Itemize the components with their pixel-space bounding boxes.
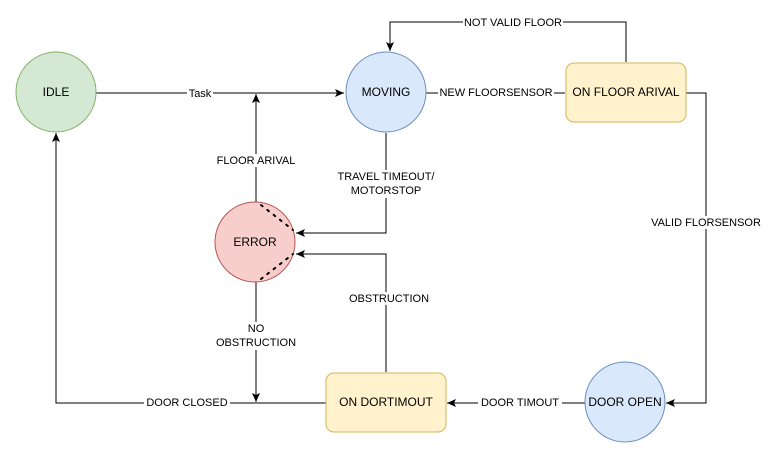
moving-circle xyxy=(345,51,427,133)
label-no-obstruction-line2: OBSTRUCTION xyxy=(216,337,296,349)
node-error: ERROR xyxy=(214,201,296,283)
door-open-label: DOOR OPEN xyxy=(588,395,661,409)
label-door-closed: DOOR CLOSED xyxy=(146,397,227,409)
node-door-open: DOOR OPEN xyxy=(584,361,666,443)
label-not-valid-floor: NOT VALID FLOOR xyxy=(464,17,562,29)
on-floor-arival-box xyxy=(565,62,687,123)
node-on-floor-arival: ON FLOOR ARIVAL xyxy=(565,62,687,123)
edge-door-closed xyxy=(52,133,326,404)
label-travel-timeout-line1: TRAVEL TIMEOUT/ xyxy=(338,171,436,183)
label-obstruction: OBSTRUCTION xyxy=(349,293,429,305)
edge-labels: Task NOT VALID FLOOR NEW FLOORSENSOR FLO… xyxy=(144,16,762,409)
label-floor-arival: FLOOR ARIVAL xyxy=(217,155,296,167)
error-dotted-line-top xyxy=(260,204,294,231)
label-door-timout: DOOR TIMOUT xyxy=(481,397,559,409)
label-valid-florsensor: VALID FLORSENSOR xyxy=(651,217,761,229)
on-floor-arival-label: ON FLOOR ARIVAL xyxy=(572,85,679,99)
edge-travel-timeout xyxy=(296,133,387,237)
door-open-circle xyxy=(584,361,666,443)
edge-valid-florsensor xyxy=(666,92,707,407)
error-label: ERROR xyxy=(233,235,277,249)
label-task: Task xyxy=(189,88,212,100)
label-no-obstruction-line1: NO xyxy=(248,323,265,335)
label-travel-timeout-line2: MOTORSTOP xyxy=(351,185,422,197)
node-moving: MOVING xyxy=(345,51,427,133)
idle-label: IDLE xyxy=(43,85,70,99)
error-circle xyxy=(214,201,296,283)
label-new-floorsensor: NEW FLOORSENSOR xyxy=(439,87,552,99)
on-dortimout-label: ON DORTIMOUT xyxy=(339,395,433,409)
node-idle: IDLE xyxy=(15,51,97,133)
error-dotted-line-bottom xyxy=(260,253,294,280)
edge-obstruction xyxy=(296,250,387,372)
moving-label: MOVING xyxy=(362,85,411,99)
idle-circle xyxy=(15,51,97,133)
on-dortimout-box xyxy=(325,372,447,433)
node-on-dortimout: ON DORTIMOUT xyxy=(325,372,447,433)
